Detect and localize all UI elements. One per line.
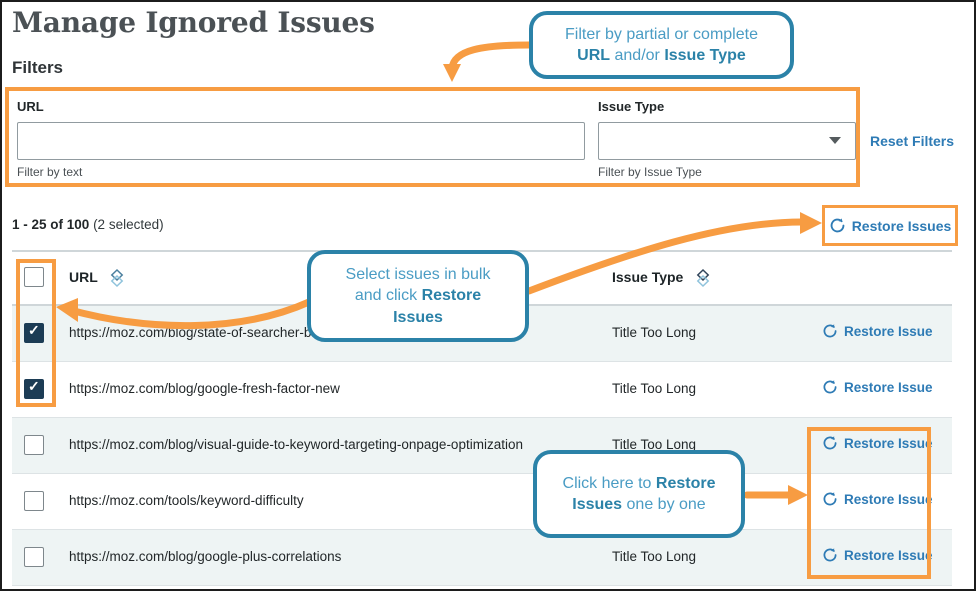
page-title: Manage Ignored Issues [12,6,375,39]
restore-issue-label: Restore Issue [844,323,933,339]
result-count: 1 - 25 of 100 (2 selected) [12,217,164,232]
restore-issues-bulk-label: Restore Issues [851,217,952,234]
row-checkbox[interactable] [24,547,44,567]
callout-single-bold-issues: Issues [572,496,623,513]
callout-filter-bold-issue-type: Issue Type [664,47,746,64]
cell-url: https://moz.com/blog/google-plus-correla… [69,549,342,564]
issue-type-select[interactable] [598,122,856,160]
callout-single-restore: Click here to Restore Issues one by one [533,450,745,538]
sort-updown-icon[interactable] [696,268,710,288]
callout-single-bold-restore: Restore [655,474,716,492]
row-checkbox[interactable] [24,322,44,343]
filters-panel: URL Filter by text Issue Type Filter by … [5,87,860,187]
cell-url: https://moz.com/blog/google-fresh-factor… [69,381,340,396]
select-all-checkbox[interactable] [24,267,44,287]
table-row: https://moz.com/blog/google-fresh-factor… [12,362,952,418]
callout-single-line2-post: one by one [622,496,706,513]
column-header-url[interactable]: URL [69,269,98,285]
callout-filter-line1: Filter by partial or complete [565,25,758,43]
cell-url: https://moz.com/tools/keyword-difficulty [69,493,304,508]
restore-issue-label: Restore Issue [844,491,933,507]
cell-url: https://moz.com/blog/visual-guide-to-key… [69,437,523,452]
callout-bulk-bold-issues: Issues [393,308,443,326]
restore-refresh-icon [823,324,837,338]
cell-issue-type: Title Too Long [612,549,697,564]
callout-filter-mid: and/or [610,47,665,64]
reset-filters-link[interactable]: Reset Filters [870,133,955,149]
restore-issue-button[interactable]: Restore Issue [822,379,933,395]
callout-bulk-line2-pre: and click [354,287,422,305]
result-count-range: 1 - 25 of 100 [12,217,90,232]
restore-issue-button[interactable]: Restore Issue [822,323,933,339]
url-field-hint: Filter by text [17,165,83,179]
row-checkbox[interactable] [24,435,44,455]
restore-issue-label: Restore Issue [844,435,933,451]
table-row: https://moz.com/tools/keyword-difficulty… [12,474,952,530]
restore-refresh-icon [830,218,845,233]
restore-issue-label: Restore Issue [844,379,933,395]
restore-refresh-icon [823,548,837,562]
issue-type-field-label: Issue Type [598,99,665,114]
callout-bulk-bold-restore: Restore [421,287,482,305]
restore-issue-button[interactable]: Restore Issue [822,491,933,507]
restore-issue-button[interactable]: Restore Issue [822,547,933,563]
callout-filter: Filter by partial or complete URL and/or… [529,11,794,79]
filters-heading: Filters [12,58,64,77]
sort-updown-icon[interactable] [110,268,124,288]
issue-type-field-hint: Filter by Issue Type [598,165,702,179]
cell-issue-type: Title Too Long [612,381,697,396]
url-field-label: URL [17,99,44,114]
restore-refresh-icon [823,436,837,450]
table-row: https://moz.com/blog/visual-guide-to-key… [12,418,952,474]
callout-bulk-select: Select issues in bulk and click Restore … [307,250,529,342]
restore-refresh-icon [823,492,837,506]
restore-issue-button[interactable]: Restore Issue [822,435,933,451]
restore-issue-label: Restore Issue [844,547,933,563]
row-checkbox[interactable] [24,378,44,399]
ignored-issues-table: URL Issue Type https://moz.com/blog/stat… [12,250,952,586]
restore-issues-bulk-button[interactable]: Restore Issues [822,205,958,246]
cell-issue-type: Title Too Long [612,437,697,452]
callout-single-line1-pre: Click here to [562,474,656,492]
result-count-selected: (2 selected) [93,217,164,232]
url-filter-input[interactable] [17,122,585,160]
row-checkbox[interactable] [24,491,44,511]
callout-bulk-line1: Select issues in bulk [345,266,491,284]
restore-refresh-icon [823,380,837,394]
table-row: https://moz.com/blog/google-plus-correla… [12,530,952,586]
column-header-issue-type[interactable]: Issue Type [612,269,684,285]
cell-issue-type: Title Too Long [612,325,697,340]
callout-filter-bold-url: URL [577,47,611,64]
